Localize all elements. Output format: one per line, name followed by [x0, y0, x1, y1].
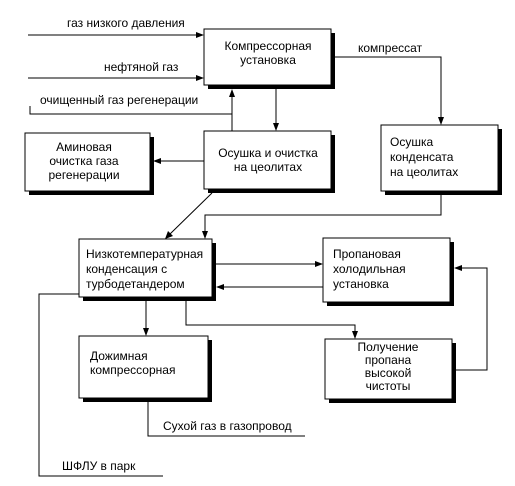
box-compressor-unit: Компрессорная установка — [203, 28, 335, 89]
box-compressor-line-2: установка — [240, 53, 296, 67]
box-zeolite-gas-line-2: на цеолитах — [234, 160, 302, 174]
box-amine-line-2: очистка газа — [49, 154, 119, 168]
flow-refrig-to-ltc — [216, 284, 323, 290]
box-zeolite-condensate-drying: Осушка конденсата на цеолитах — [380, 124, 502, 195]
label-dry-gas: Сухой газ в газопровод — [163, 419, 292, 433]
flow-zeolite-to-amine — [153, 158, 204, 164]
label-low-pressure-gas: газ низкого давления — [67, 16, 185, 30]
flow-condensate-to-ltc — [202, 195, 442, 239]
box-zeolite-cond-line-1: Осушка — [390, 135, 433, 149]
label-ngl: ШФЛУ в парк — [62, 459, 136, 473]
flow-regen-gas-return — [29, 89, 235, 131]
flow-ltc-to-refrig — [216, 261, 323, 267]
box-propane-refrig-line-2: холодильная — [333, 262, 406, 276]
box-compressor-line-1: Компрессорная — [224, 39, 311, 53]
box-propane-refrigeration: Пропановая холодильная установка — [322, 237, 454, 306]
box-booster-line-2: компрессорная — [90, 363, 175, 377]
flow-oil-gas — [28, 75, 204, 81]
box-booster-compressor: Дожимная компрессорная — [78, 335, 212, 402]
box-propane-refrig-line-1: Пропановая — [333, 247, 401, 261]
label-compressate: компрессат — [358, 41, 423, 55]
box-zeolite-gas-drying: Осушка и очистка на цеолитах — [203, 130, 335, 193]
box-amine-line-1: Аминовая — [56, 140, 112, 154]
flow-zeolite-to-ltc — [165, 192, 213, 239]
flow-propane-hp-to-refrig — [454, 265, 488, 371]
box-amine-line-3: регенерации — [48, 168, 119, 182]
box-propane-high-purity: Получение пропана высокой чистоты — [324, 338, 456, 403]
flow-low-pressure-gas — [28, 32, 204, 38]
box-booster-line-1: Дожимная — [90, 349, 148, 363]
box-ltc-line-3: турбодетандером — [86, 277, 185, 291]
box-propane-refrig-line-3: установка — [333, 277, 389, 291]
flow-dry-gas-out — [147, 402, 305, 437]
box-propane-hp-line-1: Получение — [358, 340, 419, 354]
box-propane-hp-line-4: чистоты — [366, 379, 411, 393]
box-propane-hp-line-3: высокой — [365, 366, 412, 380]
box-amine-treatment: Аминовая очистка газа регенерации — [24, 132, 154, 195]
flow-compressor-to-zeolite — [273, 89, 279, 131]
box-ltc-line-2: конденсация с — [86, 262, 167, 276]
box-ltc-line-1: Низкотемпературная — [86, 247, 203, 261]
box-ltc-turboexpander: Низкотемпературная конденсация с турбоде… — [78, 238, 216, 301]
flow-ltc-to-booster — [143, 301, 149, 336]
box-zeolite-cond-line-2: конденсата — [390, 150, 454, 164]
label-oil-gas: нефтяной газ — [104, 60, 179, 74]
flow-ngl-out — [38, 293, 163, 477]
box-propane-hp-line-2: пропана — [365, 353, 412, 367]
label-regen-gas: очищенный газ регенерации — [40, 93, 198, 107]
box-zeolite-cond-line-3: на цеолитах — [390, 165, 458, 179]
flow-compressate — [331, 56, 444, 125]
flow-ltc-to-propane-hp — [185, 301, 358, 339]
box-zeolite-gas-line-1: Осушка и очистка — [218, 146, 318, 160]
